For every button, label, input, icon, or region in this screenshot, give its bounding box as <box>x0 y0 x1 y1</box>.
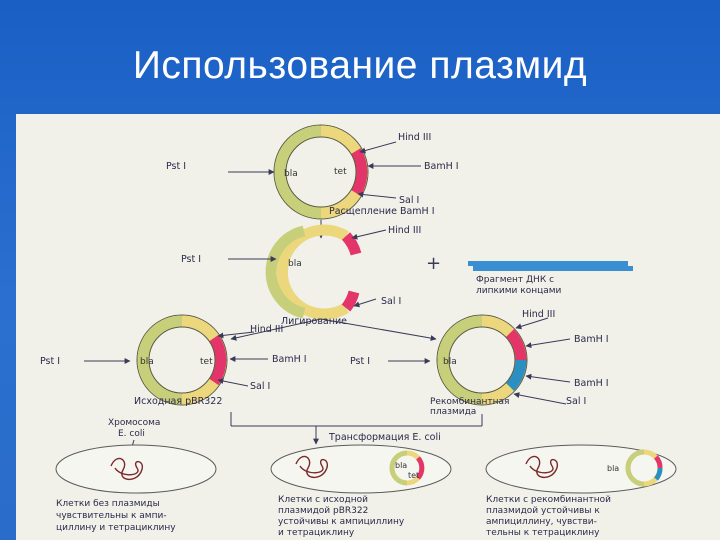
plasmid-recombinant: bla <box>436 314 528 406</box>
gene-bla-recombinant-label: bla <box>443 357 457 367</box>
gene-bla-source-label: bla <box>140 357 154 367</box>
chromosome-label-2: E. coli <box>118 429 145 439</box>
plus-sign: + <box>426 253 441 274</box>
site-bam1-recombinant-label: BamH I <box>574 334 609 345</box>
caption-1-line-2: чувствительны к ампи- <box>56 511 167 521</box>
caption-3-line-2: плазмидой устойчивы к <box>486 506 600 516</box>
site-hind-recombinant-label: Hind III <box>522 309 555 320</box>
site-pst-source-label: Pst I <box>40 356 60 367</box>
site-bam-label: BamH I <box>424 161 459 172</box>
gene-bla-cell3-label: bla <box>607 464 619 473</box>
fragment-label-1: Фрагмент ДНК с <box>476 275 554 285</box>
fragment-label-2: липкими концами <box>476 286 562 296</box>
cell-source-plasmid: bla tet <box>270 444 452 494</box>
recombinant-label-2: плазмида <box>430 407 476 417</box>
recombinant-label-1: Рекомбинантная <box>430 397 509 407</box>
gene-tet-source-label: tet <box>200 357 213 367</box>
caption-1-line-1: Клетки без плазмиды <box>56 499 160 509</box>
gene-bla-open-label: bla <box>288 259 302 269</box>
caption-3-line-1: Клетки с рекомбинантной <box>486 495 611 505</box>
site-bam-source-label: BamH I <box>272 354 307 365</box>
slide-title: Использование плазмид <box>132 44 588 87</box>
dna-fragment <box>468 261 633 271</box>
site-pst-label: Pst I <box>166 161 186 172</box>
site-sal-open-label: Sal I <box>381 296 401 307</box>
plasmid-top: bla tet <box>273 124 369 220</box>
step-cleavage-label: Расщепление BamH I <box>329 206 435 217</box>
gene-bla-label: bla <box>284 169 298 179</box>
gene-tet-cell-label: tet <box>408 471 419 480</box>
site-bam2-recombinant-label: BamH I <box>574 378 609 389</box>
step-ligation-label: Лигирование <box>281 316 347 327</box>
site-pst-recombinant-label: Pst I <box>350 356 370 367</box>
site-hind-source-label: Hind III <box>250 324 283 335</box>
caption-1-line-3: циллину и тетрациклину <box>56 523 176 533</box>
gene-tet-label: tet <box>334 167 347 177</box>
plasmid-diagram: bla tet Pst I Hind III BamH I Sal I Расщ… <box>16 114 720 540</box>
cell-no-plasmid <box>55 444 217 494</box>
caption-cell-3: Клетки с рекомбинантной плазмидой устойч… <box>486 495 611 538</box>
caption-cell-1: Клетки без плазмиды чувствительны к ампи… <box>56 499 176 533</box>
plasmid-open: bla <box>265 224 362 320</box>
site-sal-recombinant-label: Sal I <box>566 396 586 407</box>
caption-2-line-3: устойчивы к ампициллину <box>278 517 405 527</box>
site-pst-open-label: Pst I <box>181 254 201 265</box>
caption-2-line-1: Клетки с исходной <box>278 495 368 505</box>
gene-bla-cell-label: bla <box>395 461 407 470</box>
caption-2-line-2: плазмидой pBR322 <box>278 506 368 516</box>
step-transformation-label: Трансформация E. coli <box>328 432 441 443</box>
site-sal-label: Sal I <box>399 195 419 206</box>
chromosome-label-1: Хромосома <box>108 418 160 428</box>
source-plasmid-label: Исходная pBR322 <box>134 396 222 407</box>
caption-2-line-4: и тетрациклину <box>278 528 355 538</box>
caption-cell-2: Клетки с исходной плазмидой pBR322 устой… <box>278 495 405 538</box>
site-sal-source-label: Sal I <box>250 381 270 392</box>
caption-3-line-4: тельны к тетрациклину <box>486 528 600 538</box>
plasmid-source: bla tet <box>136 314 228 406</box>
caption-3-line-3: ампициллину, чувстви- <box>486 517 597 527</box>
cell-recombinant-plasmid: bla <box>485 444 677 494</box>
site-hind-label: Hind III <box>398 132 431 143</box>
site-hind-open-label: Hind III <box>388 225 421 236</box>
